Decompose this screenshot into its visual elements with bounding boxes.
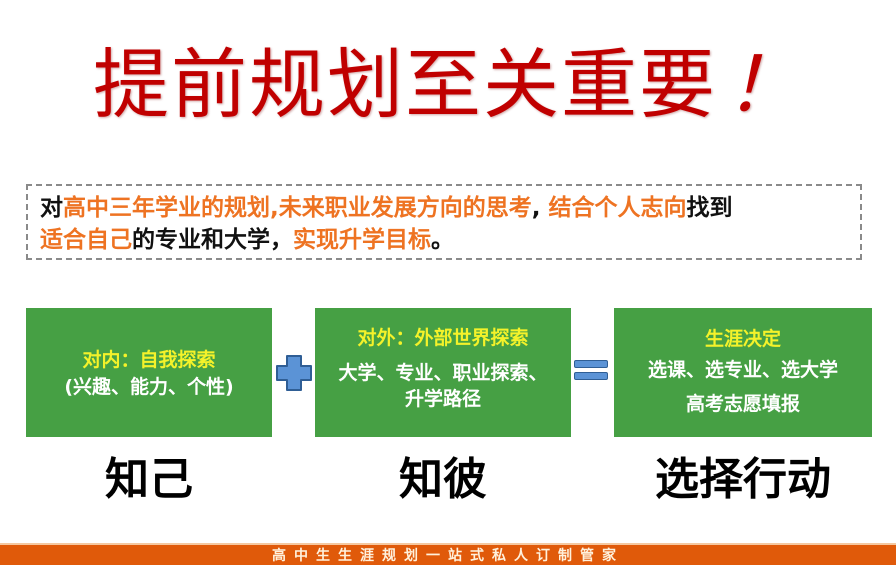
intro-seg: 。 — [431, 227, 454, 253]
equals-bar-bottom — [574, 372, 608, 380]
intro-seg-highlight: 结合个人志向 — [548, 195, 687, 221]
plus-icon — [276, 355, 312, 391]
card-world-exploration: 对外：外部世界探索 大学、专业、职业探索、 升学路径 — [315, 308, 571, 437]
intro-seg: 找到 — [686, 195, 733, 221]
card-body: 升学路径 — [404, 388, 481, 410]
page-title: 提前规划至关重要！ — [0, 30, 896, 140]
intro-seg: , — [531, 195, 549, 221]
card-career-decision: 生涯决定 选课、选专业、选大学 高考志愿填报 — [614, 308, 872, 437]
intro-seg-highlight: 实现升学目标 — [293, 227, 431, 253]
card-head: 对内：自我探索 — [82, 348, 216, 371]
card-head: 对外：外部世界探索 — [357, 327, 529, 349]
label-know-other: 知彼 — [399, 454, 487, 505]
equals-bar-top — [574, 360, 608, 368]
label-choose-act: 选择行动 — [655, 454, 831, 505]
card-body: 选课、选专业、选大学 — [647, 358, 838, 381]
footer-banner: 高中生生涯规划一站式私人订制管家 — [0, 543, 896, 565]
intro-box: 对高中三年学业的规划,未来职业发展方向的思考, 结合个人志向找到适合自己的专业和… — [26, 184, 862, 260]
title-text: 提前规划至关重要 — [93, 40, 717, 129]
intro-seg: 的专业和大学， — [132, 227, 293, 253]
label-know-self: 知己 — [105, 454, 193, 505]
card-self-exploration: 对内：自我探索 (兴趣、能力、个性) — [26, 308, 272, 437]
intro-seg-highlight: 高中三年学业的规划,未来职业发展方向的思考 — [63, 195, 532, 221]
card-body: 大学、专业、职业探索、 — [338, 362, 548, 384]
card-body: (兴趣、能力、个性) — [64, 375, 234, 398]
card-head: 生涯决定 — [704, 327, 781, 350]
intro-seg: 对 — [40, 195, 63, 221]
card-body: 高考志愿填报 — [685, 392, 800, 415]
title-exclamation: ！ — [725, 40, 803, 129]
equals-icon — [574, 360, 608, 382]
intro-seg-highlight: 适合自己 — [40, 227, 132, 253]
